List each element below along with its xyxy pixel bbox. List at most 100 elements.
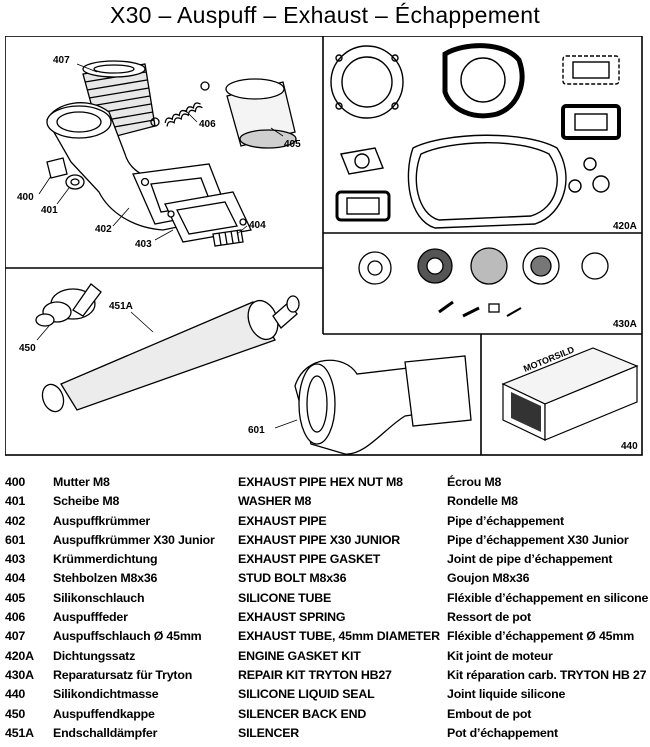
part-name-fr: Pipe d’échappement X30 Junior: [447, 532, 629, 547]
callout-400: 400: [17, 192, 34, 203]
reed-gasket-black: [561, 104, 621, 140]
parts-row: 400 Mutter M8 EXHAUST PIPE HEX NUT M8 Écrou…: [5, 473, 645, 492]
part-name-fr: Kit joint de moteur: [447, 648, 553, 663]
part-name-en: STUD BOLT M8x36: [238, 571, 347, 586]
part-number: 400: [5, 475, 26, 489]
kit-screen: [470, 247, 508, 285]
part-number: 401: [5, 494, 26, 509]
nut-400: [46, 157, 68, 179]
silicone-tube-405: [225, 78, 297, 149]
reed-gasket-top: [562, 55, 620, 85]
part-name-en: ENGINE GASKET KIT: [238, 648, 361, 663]
part-name-de: Scheibe M8: [53, 494, 120, 509]
part-name-fr: Ressort de pot: [447, 610, 531, 625]
callout-405: 405: [284, 139, 301, 150]
kit-gasket-1: [358, 251, 392, 285]
part-name-de: Dichtungssatz: [53, 648, 136, 663]
part-number: 450: [5, 706, 26, 721]
callout-402: 402: [95, 224, 112, 235]
part-name-de: Mutter M8: [53, 475, 110, 489]
part-name-fr: Embout de pot: [447, 706, 532, 721]
callout-450: 450: [19, 343, 36, 354]
kit-gasket-1-hole: [367, 260, 383, 276]
silicone-seal-box-440: MOTORSILD: [501, 344, 639, 441]
kit-pin: [462, 306, 480, 318]
part-name-de: Auspuffkrümmer: [53, 513, 151, 528]
exhaust-flange-gasket: [335, 190, 391, 222]
part-name-en: EXHAUST TUBE, 45mm DIAMETER: [238, 629, 440, 644]
part-name-en: EXHAUST PIPE X30 JUNIOR: [238, 532, 401, 547]
part-name-de: Silikonschlauch: [53, 590, 145, 605]
parts-row: 450 Auspuffendkappe SILENCER BACK END Embou…: [5, 705, 645, 724]
part-number: 403: [5, 552, 26, 567]
part-number: 440: [5, 687, 26, 702]
carb-gasket-small: [340, 147, 384, 175]
part-name-fr: Fléxible d’échappement en silicone: [447, 590, 649, 605]
part-name-en: SILENCER BACK END: [238, 706, 367, 721]
o-rings: [568, 157, 610, 193]
silencer-drawing: [35, 283, 472, 455]
gasket-kit-drawing: [330, 43, 621, 229]
crankcase-gasket: [407, 134, 567, 229]
part-name-de: Endschalldämpfer: [53, 725, 158, 740]
exploded-diagram: 407 406 405 400 401 402 403 404: [5, 36, 643, 456]
part-number: 407: [5, 629, 26, 644]
part-name-en: WASHER M8: [238, 494, 312, 509]
part-name-de: Auspuffendkappe: [53, 706, 155, 721]
part-name-en: EXHAUST PIPE GASKET: [238, 552, 381, 567]
kit-diaphragm-center: [426, 257, 444, 275]
part-name-en: REPAIR KIT TRYTON HB27: [238, 667, 392, 682]
leader-lines-1: [38, 63, 284, 241]
kit-gasket-2: [522, 247, 560, 285]
junior-pipe-601: [294, 355, 472, 455]
part-name-fr: Goujon M8x36: [447, 571, 530, 586]
washer-401-hole: [70, 178, 80, 186]
part-number: 406: [5, 610, 26, 625]
cylinder-base-gasket: [330, 45, 404, 119]
part-name-de: Reparatursatz für Tryton: [53, 667, 193, 682]
spring-406: [150, 81, 210, 127]
kit-ring: [581, 252, 609, 280]
kit-screw: [506, 307, 522, 317]
leader-lines-4: [36, 311, 298, 429]
part-number: 402: [5, 513, 26, 528]
callout-407: 407: [53, 55, 70, 66]
callout-404: 404: [249, 220, 266, 231]
part-name-en: SILICONE LIQUID SEAL: [238, 687, 375, 702]
callout-430A: 430A: [613, 319, 637, 330]
parts-row: 406 Auspufffeder EXHAUST SPRING Ressort de …: [5, 608, 645, 627]
carb-repair-kit-drawing: [358, 247, 609, 318]
callout-601: 601: [248, 425, 265, 436]
kit-needle: [438, 300, 454, 314]
part-name-fr: Pipe d’échappement: [447, 513, 564, 528]
head-gasket: [442, 43, 525, 119]
part-name-fr: Joint de pipe d’échappement: [447, 552, 613, 567]
part-name-fr: Joint liquide silicone: [447, 687, 566, 702]
part-name-de: Auspuffschlauch Ø 45mm: [53, 629, 202, 644]
parts-row: 407 Auspuffschlauch Ø 45mm EXHAUST TUBE, 4…: [5, 627, 645, 646]
kit-gasket-2-center: [530, 255, 552, 277]
manifold-assembly-drawing: [46, 60, 297, 247]
silencer-end-cap-450: [35, 283, 102, 327]
part-name-de: Auspufffeder: [53, 610, 128, 625]
part-name-fr: Écrou M8: [447, 475, 502, 489]
stud-bolt-404: [212, 229, 244, 247]
parts-row: 401 Scheibe M8 WASHER M8 Rondelle M8: [5, 492, 645, 511]
part-name-en: EXHAUST PIPE HEX NUT M8: [238, 475, 403, 489]
panel-frames: [5, 36, 643, 456]
part-name-fr: Rondelle M8: [447, 494, 518, 509]
part-name-de: Auspuffkrümmer X30 Junior: [53, 532, 215, 547]
part-name-fr: Kit réparation carb. TRYTON HB 27: [447, 667, 647, 682]
part-name-fr: Fléxible d’échappement Ø 45mm: [447, 629, 635, 644]
part-name-en: EXHAUST PIPE: [238, 513, 327, 528]
gasket-403: [164, 191, 252, 243]
parts-row: 440 Silikondichtmasse SILICONE LIQUID SEAL…: [5, 685, 645, 704]
part-name-de: Silikondichtmasse: [53, 687, 159, 702]
part-name-en: EXHAUST SPRING: [238, 610, 346, 625]
